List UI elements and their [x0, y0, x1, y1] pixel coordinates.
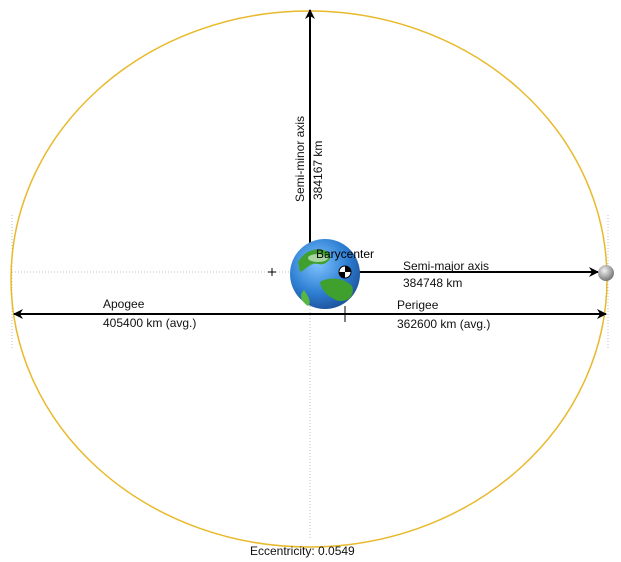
plus-marker-icon	[268, 268, 276, 276]
perigee-label: Perigee	[397, 298, 439, 312]
barycenter-marker-icon	[338, 265, 352, 279]
apogee-value: 405400 km (avg.)	[103, 316, 196, 330]
semi-major-axis-label: Semi-major axis	[403, 259, 489, 273]
semi-minor-axis-value: 384167 km	[311, 141, 325, 200]
apogee-label: Apogee	[103, 297, 145, 311]
perigee-value: 362600 km (avg.)	[397, 317, 490, 331]
semi-minor-axis-label: Semi-minor axis	[293, 116, 307, 202]
moon-icon	[598, 265, 614, 281]
eccentricity-label: Eccentricity: 0.0549	[250, 544, 355, 558]
earth-icon	[290, 239, 360, 309]
semi-major-axis-value: 384748 km	[403, 276, 462, 290]
barycenter-label: Barycenter	[316, 247, 374, 261]
